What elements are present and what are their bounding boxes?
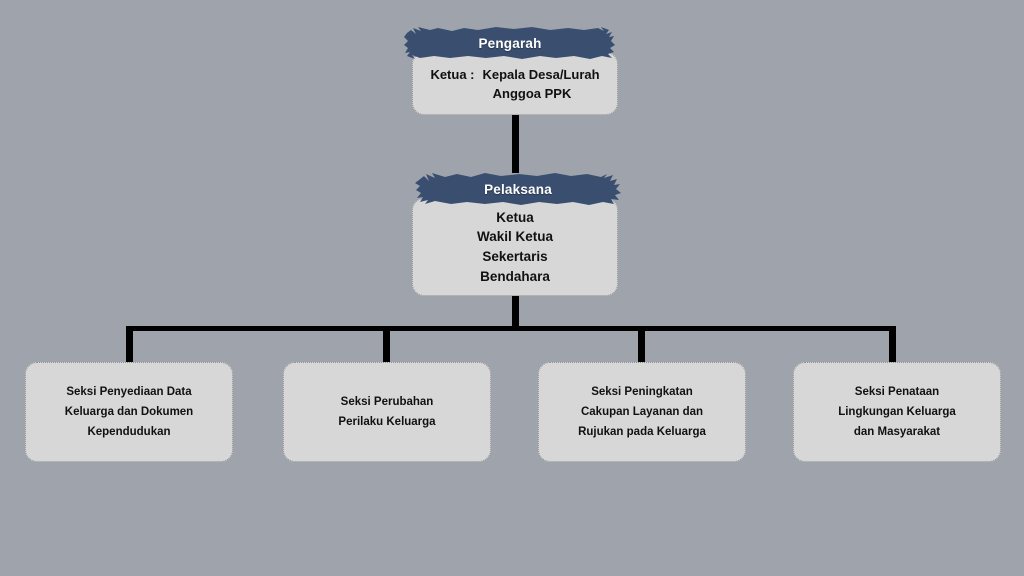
node-seksi-2-content: Seksi Perubahan Perilaku Keluarga [338,392,435,432]
connector-pelaksana-to-bus [512,295,519,328]
connector-bus-to-seksi-3 [638,326,645,364]
node-pengarah-header-label: Pengarah [478,35,542,51]
brush-stroke-shape-pelaksana [415,173,621,205]
node-pelaksana-line: Wakil Ketua [476,229,554,245]
connector-horizontal-bus [126,326,896,331]
node-pengarah-line-1-label: Ketua : [430,66,475,82]
node-seksi-4-line: Seksi Penataan [854,385,940,398]
node-seksi-1-line: Kependudukan [87,426,171,439]
node-pelaksana-header-label: Pelaksana [484,181,552,197]
node-pengarah-line-2: Anggoa PPK [430,85,599,104]
node-seksi-4-content: Seksi Penataan Lingkungan Keluarga dan M… [838,382,956,442]
node-seksi-2-line: Perilaku Keluarga [338,416,436,428]
node-pelaksana-header: Pelaksana [415,172,621,206]
node-seksi-1-body: Seksi Penyediaan Data Keluarga dan Dokum… [25,362,233,462]
node-pelaksana-content: Ketua Wakil Ketua Sekertaris Bendahara [477,208,553,286]
node-pengarah-line-1: Ketua : Kepala Desa/Lurah [430,66,599,85]
node-seksi-2-body: Seksi Perubahan Perilaku Keluarga [283,362,491,462]
node-seksi-perubahan-perilaku[interactable]: Seksi Perubahan Perilaku Keluarga [283,362,491,462]
connector-bus-to-seksi-1 [126,326,133,364]
node-pelaksana-body: Ketua Wakil Ketua Sekertaris Bendahara [412,198,618,296]
node-pengarah-header: Pengarah [404,26,616,60]
node-seksi-3-line: Seksi Peningkatan [591,385,693,398]
node-pelaksana-line: Ketua [496,209,534,225]
node-seksi-4-line: Lingkungan Keluarga [838,405,956,418]
connector-bus-to-seksi-4 [889,326,896,364]
node-seksi-3-line: Rujukan pada Keluarga [578,426,706,439]
node-pelaksana[interactable]: Ketua Wakil Ketua Sekertaris Bendahara [412,198,618,296]
node-seksi-1-line: Seksi Penyediaan Data [66,385,192,398]
node-seksi-penataan-lingkungan[interactable]: Seksi Penataan Lingkungan Keluarga dan M… [793,362,1001,462]
node-seksi-4-line: dan Masyarakat [853,426,941,439]
node-seksi-penyediaan-data[interactable]: Seksi Penyediaan Data Keluarga dan Dokum… [25,362,233,462]
node-seksi-1-line: Keluarga dan Dokumen [64,405,194,418]
node-pengarah-line-2-value: Anggoa PPK [492,85,572,101]
node-seksi-1-content: Seksi Penyediaan Data Keluarga dan Dokum… [65,382,193,442]
brush-stroke-shape-pengarah [404,27,615,59]
node-seksi-3-body: Seksi Peningkatan Cakupan Layanan dan Ru… [538,362,746,462]
node-pengarah[interactable]: Ketua : Kepala Desa/Lurah Anggoa PPK [412,52,618,115]
node-seksi-3-line: Cakupan Layanan dan [580,405,704,418]
node-seksi-2-line: Seksi Perubahan [340,395,434,408]
node-pengarah-line-1-value: Kepala Desa/Lurah [482,66,600,82]
connector-bus-to-seksi-2 [383,326,390,364]
node-seksi-4-body: Seksi Penataan Lingkungan Keluarga dan M… [793,362,1001,462]
node-pengarah-body: Ketua : Kepala Desa/Lurah Anggoa PPK [412,52,618,115]
node-seksi-3-content: Seksi Peningkatan Cakupan Layanan dan Ru… [578,382,706,442]
node-pelaksana-line: Sekertaris [482,249,548,264]
node-pengarah-content: Ketua : Kepala Desa/Lurah Anggoa PPK [430,64,599,104]
connector-pengarah-to-pelaksana [512,115,519,173]
node-pelaksana-line: Bendahara [480,268,550,284]
node-seksi-peningkatan-cakupan[interactable]: Seksi Peningkatan Cakupan Layanan dan Ru… [538,362,746,462]
